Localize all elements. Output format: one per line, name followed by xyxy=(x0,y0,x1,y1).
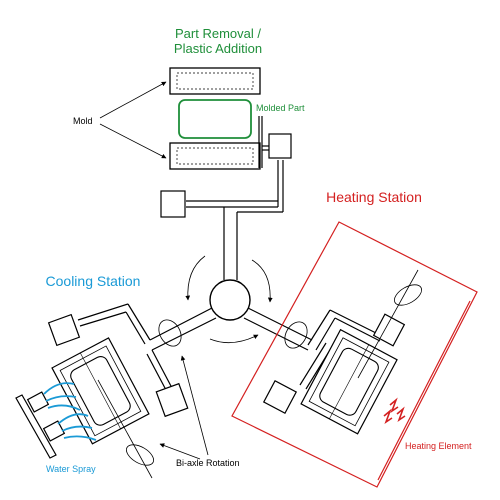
mold-bottom-half xyxy=(169,142,261,170)
cooling-mold xyxy=(51,337,150,445)
mold-top-half xyxy=(169,67,261,95)
heating-rotation-indicator xyxy=(394,284,422,306)
water-spray-nozzles xyxy=(15,391,66,459)
cooling-station-frame xyxy=(77,303,173,391)
heating-element-label: Heating Element xyxy=(405,441,472,451)
cooling-rotation-indicator xyxy=(126,444,154,466)
heating-axis xyxy=(357,269,419,379)
mold-arrow-bottom xyxy=(99,123,167,159)
cooling-motor-box-top xyxy=(47,313,81,347)
plastic-addition-label: Plastic Addition xyxy=(174,41,262,56)
molded-part-label: Molded Part xyxy=(256,103,305,113)
heating-element-icon xyxy=(383,397,406,425)
bi-axle-arrow-axis xyxy=(159,443,201,460)
left-arm xyxy=(149,307,217,351)
heating-station-frame xyxy=(299,309,383,390)
top-motor-box-left xyxy=(160,190,186,218)
mold-label: Mold xyxy=(73,116,93,126)
hub-rotation-arrows xyxy=(185,255,273,344)
cooling-axis xyxy=(97,379,153,479)
cooling-motor-box-bottom xyxy=(155,382,189,418)
right-arm xyxy=(243,307,313,351)
heating-mold xyxy=(300,328,398,435)
heating-oven xyxy=(231,221,478,488)
top-arm xyxy=(186,116,284,213)
bi-axle-rotation-label: Bi-axle Rotation xyxy=(176,458,240,468)
central-hub xyxy=(209,279,251,321)
heating-station-label: Heating Station xyxy=(326,189,422,205)
heating-motor-box-top xyxy=(372,313,406,347)
top-motor-box-right xyxy=(268,133,292,159)
cooling-station-label: Cooling Station xyxy=(46,273,141,289)
central-column xyxy=(223,207,238,280)
water-spray-label: Water Spray xyxy=(46,464,96,474)
mold-arrow-top xyxy=(99,81,167,119)
part-removal-label: Part Removal / xyxy=(175,26,261,41)
bi-axle-arrow-arm xyxy=(180,355,209,456)
water-spray-streams xyxy=(43,382,97,441)
heating-motor-box-bottom xyxy=(262,379,298,415)
arm-rotation-indicators xyxy=(158,319,308,349)
molded-part xyxy=(178,99,252,139)
